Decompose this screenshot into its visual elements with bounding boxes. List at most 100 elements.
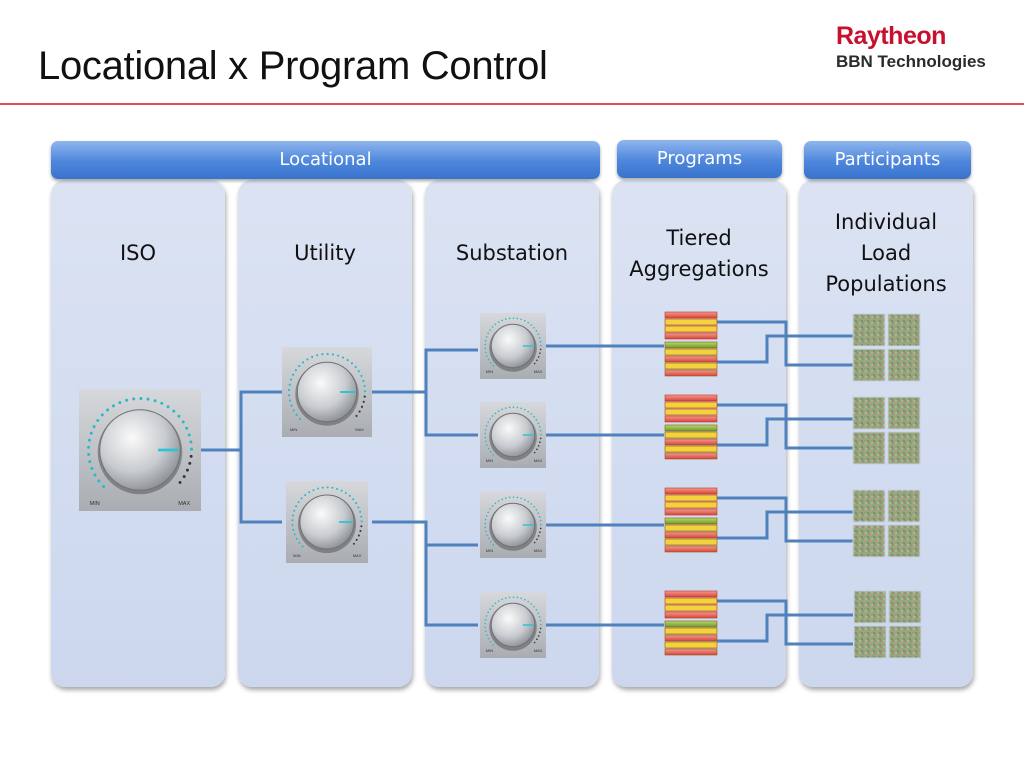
dial-dot-lit (520, 318, 522, 321)
dial-dot-lit (520, 597, 522, 600)
aggregation-bar (664, 524, 718, 532)
dial-dot-lit (484, 436, 487, 439)
dial-dot-lit (484, 518, 487, 521)
aggregation-bar (664, 348, 718, 356)
dial-dot-lit (292, 514, 294, 517)
population-tile (852, 524, 886, 558)
label-individual-line3: Populations (825, 272, 947, 296)
aggregation-bar (664, 341, 718, 349)
dial-dot (357, 534, 360, 537)
dial-dot (539, 531, 541, 534)
aggregation-bar (664, 452, 718, 460)
dial-dot (189, 454, 193, 458)
population-group-3 (852, 489, 921, 558)
dial-dot-lit (357, 506, 360, 509)
dial-dot-lit (288, 399, 292, 402)
dial-dot-lit (504, 597, 507, 599)
aggregation-bar (664, 531, 718, 539)
aggregation-bar (664, 508, 718, 516)
knob-max-label: MAX (534, 648, 543, 653)
header-participants: Participants (804, 141, 971, 179)
knob-face (99, 409, 181, 491)
aggregation-bar (664, 538, 718, 546)
dial-dot-lit (491, 605, 494, 607)
dial-dot-lit (89, 431, 93, 435)
dial-dot (363, 395, 366, 398)
knob-face (490, 412, 536, 458)
dial-dot-lit (292, 373, 295, 376)
connector-line (717, 510, 853, 540)
aggregation-bar (664, 355, 718, 363)
dial-dot-lit (538, 616, 541, 618)
knob-max-label: MAX (534, 369, 543, 374)
population-group-1 (852, 313, 921, 382)
dial-dot (539, 348, 542, 351)
aggregation-bar (664, 590, 718, 598)
dial-dot-lit (504, 318, 507, 320)
dial-dot (178, 480, 182, 484)
dial-dot-lit (146, 397, 150, 401)
dial-dot-lit (331, 486, 334, 489)
dial-dot-lit (533, 505, 535, 508)
dial-dot-lit (294, 369, 297, 372)
dial-dot (539, 527, 542, 530)
dial-dot (537, 445, 540, 447)
dial-dot-lit (527, 321, 529, 324)
population-tile (887, 524, 921, 558)
dial-dot-lit (485, 515, 488, 517)
population-tile (852, 348, 886, 382)
knob-max-label: MAX (534, 458, 543, 463)
label-tiered-line2: Aggregations (629, 257, 769, 281)
aggregation-stack-3 (664, 487, 718, 553)
dial-dot-lit (301, 361, 305, 364)
knob-min-label: MIN (486, 648, 493, 653)
substation-knob-4: MIN MAX (480, 592, 546, 658)
dial-dot-lit (291, 519, 294, 522)
dial-dot-lit (290, 404, 293, 407)
connector-line (717, 613, 853, 643)
aggregation-bar (664, 501, 718, 509)
dial-dot-lit (527, 500, 529, 503)
aggregation-bar (664, 597, 718, 605)
knob-face (296, 361, 358, 423)
dial-dot-lit (539, 340, 542, 343)
dial-dot-lit (489, 640, 492, 643)
dial-dot-lit (540, 344, 542, 347)
aggregation-stack-4 (664, 590, 718, 656)
dial-dot-lit (295, 537, 298, 540)
dial-dot-lit (489, 361, 492, 364)
dial-dot-lit (292, 528, 295, 531)
dial-dot-lit (497, 600, 500, 602)
dial-dot-lit (348, 494, 351, 497)
dial-dot (539, 631, 541, 634)
dial-dot-lit (312, 489, 315, 492)
dial-dot-lit (539, 519, 542, 522)
label-iso: ISO (119, 241, 157, 265)
dial-dot-lit (181, 420, 185, 424)
population-tile (853, 590, 887, 624)
dial-dot-lit (523, 408, 526, 411)
dial-dot (355, 538, 358, 541)
dial-dot-lit (535, 419, 538, 421)
dial-dot-lit (288, 383, 291, 386)
knob-min-label: MIN (293, 553, 300, 558)
dial-dot-lit (295, 505, 298, 508)
dial-dot (537, 356, 540, 358)
slide-title: Locational x Program Control (38, 44, 548, 88)
dial-dot-lit (508, 596, 511, 599)
dial-dot-lit (486, 355, 488, 357)
dial-dot-lit (350, 362, 354, 365)
dial-dot-lit (336, 487, 339, 490)
population-tile (852, 431, 886, 465)
dial-dot-lit (533, 605, 535, 608)
dial-dot (359, 529, 362, 532)
dial-dot-lit (486, 444, 488, 446)
aggregation-bar (664, 431, 718, 439)
dial-dot-lit (540, 523, 542, 526)
dial-dot-lit (487, 611, 489, 614)
dial-dot-lit (185, 426, 189, 430)
